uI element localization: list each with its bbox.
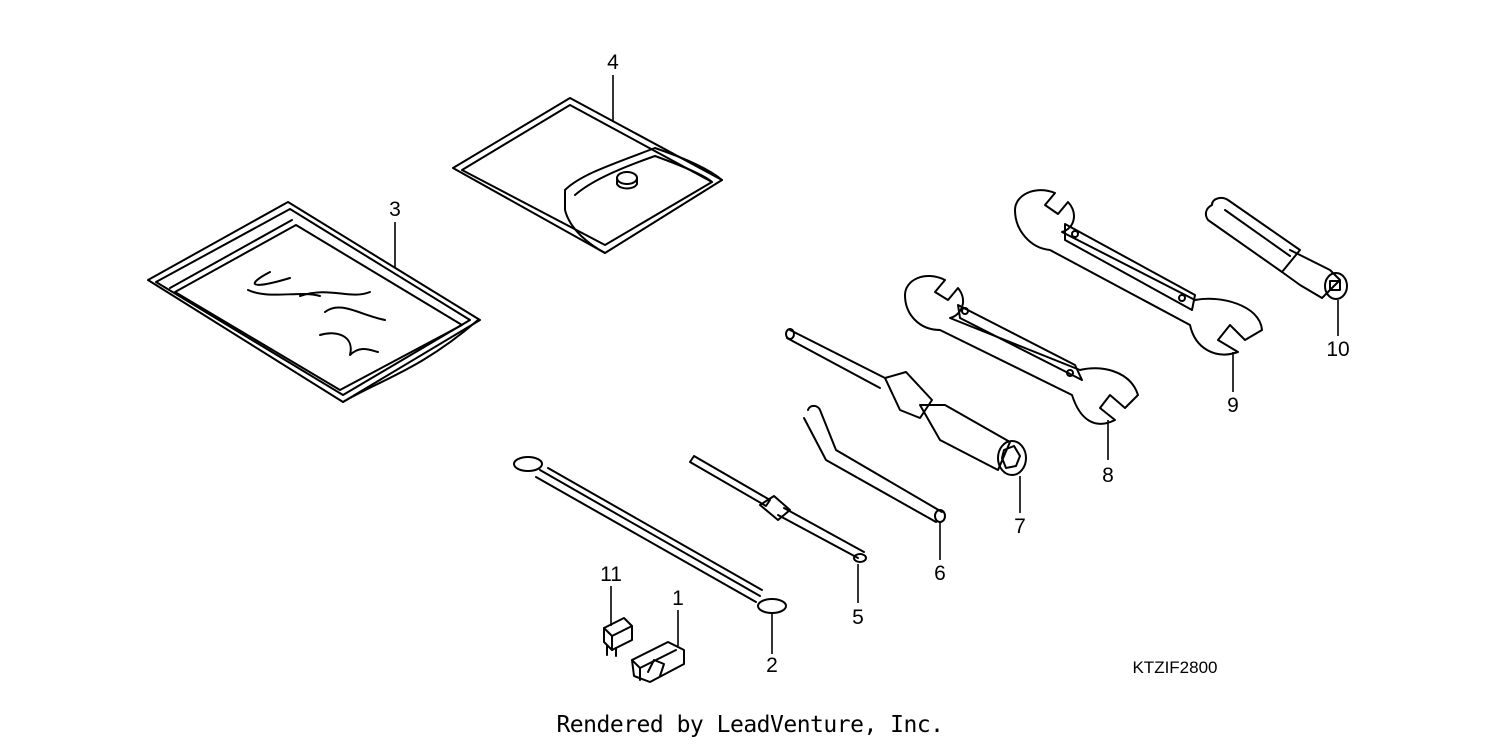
callout-10: 10 <box>1326 338 1349 361</box>
callout-3: 3 <box>389 198 401 221</box>
screwdriver-icon[interactable] <box>689 455 867 563</box>
bent-pin-icon[interactable] <box>803 404 946 523</box>
clip-icon[interactable] <box>631 641 685 683</box>
callout-8: 8 <box>1102 464 1114 487</box>
fuse-icon[interactable] <box>603 617 633 657</box>
open-end-wrench-small-icon[interactable] <box>904 275 1139 425</box>
leader-lines <box>394 75 1339 654</box>
callout-6: 6 <box>934 562 946 585</box>
callout-5: 5 <box>852 606 864 629</box>
callout-1: 1 <box>672 587 684 610</box>
box-wrench-icon[interactable] <box>785 328 1027 476</box>
rod-with-eyelets-icon[interactable] <box>513 456 787 614</box>
diagram-code: KTZIF2800 <box>1132 658 1217 677</box>
callout-4: 4 <box>607 51 619 74</box>
callout-9: 9 <box>1227 394 1239 417</box>
open-end-wrench-large-icon[interactable] <box>1014 189 1263 356</box>
footer-credit: Rendered by LeadVenture, Inc. <box>556 712 944 738</box>
callout-2: 2 <box>766 654 778 677</box>
callout-7: 7 <box>1014 515 1026 538</box>
socket-handle-icon[interactable] <box>1204 196 1348 300</box>
tool-pouch-icon[interactable] <box>452 97 723 254</box>
manual-bag-icon[interactable] <box>147 201 481 403</box>
callout-11: 11 <box>600 563 622 586</box>
